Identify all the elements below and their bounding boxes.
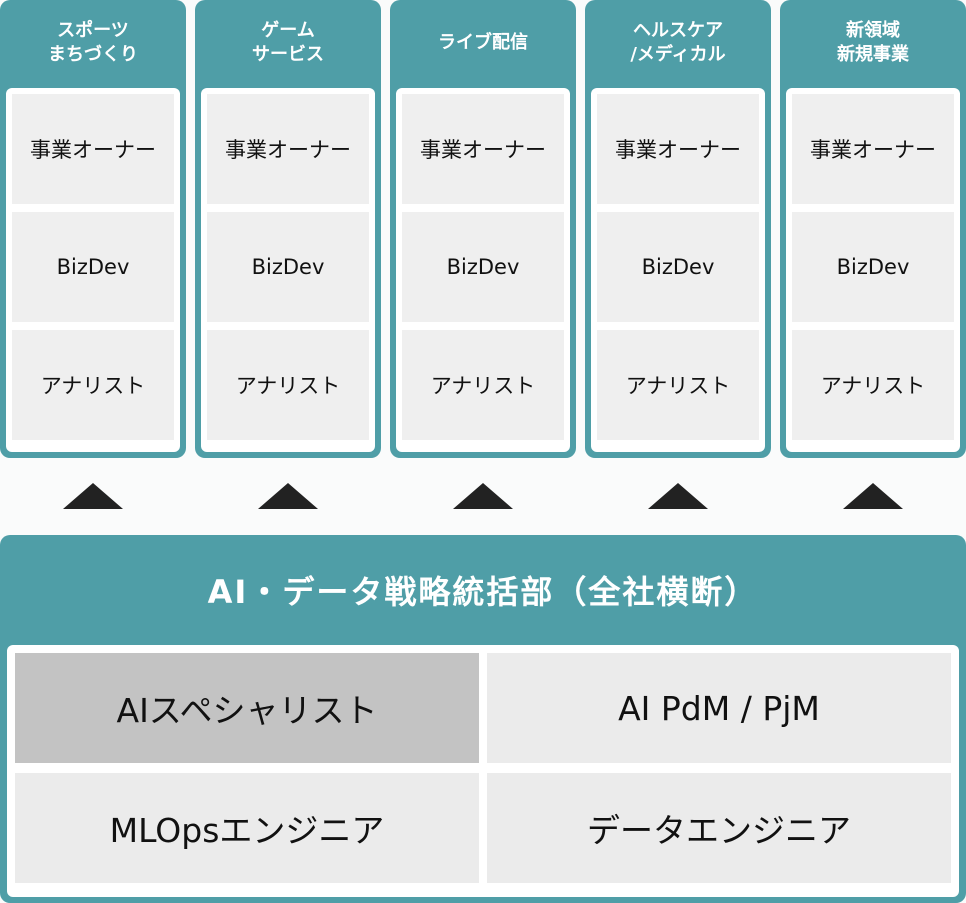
business-unit-title: ライブ配信 <box>438 32 528 53</box>
role-cell: BizDev <box>597 212 759 322</box>
role-cell: アナリスト <box>402 330 564 440</box>
role-cell: BizDev <box>792 212 954 322</box>
role-cell: 事業オーナー <box>12 94 174 204</box>
role-cell: BizDev <box>207 212 369 322</box>
role-ai-specialist: AIスペシャリスト <box>15 653 479 763</box>
up-arrow-icon <box>843 483 903 509</box>
up-arrow-icon <box>648 483 708 509</box>
role-cell: 事業オーナー <box>597 94 759 204</box>
business-unit-title: ヘルスケア /メディカル <box>630 20 726 65</box>
business-unit-title: スポーツ まちづくり <box>48 20 138 65</box>
role-mlops-engineer: MLOpsエンジニア <box>15 773 479 883</box>
business-unit-title: 新領域 新規事業 <box>837 20 909 65</box>
department-title: AI・データ戦略統括部（全社横断） <box>207 573 759 611</box>
role-cell: アナリスト <box>12 330 174 440</box>
department-box: AI・データ戦略統括部（全社横断） AIスペシャリスト AI PdM / PjM… <box>0 535 966 903</box>
role-cell: アナリスト <box>207 330 369 440</box>
role-cell: アナリスト <box>597 330 759 440</box>
up-arrow-icon <box>453 483 513 509</box>
role-data-engineer: データエンジニア <box>487 773 951 883</box>
business-unit-title: ゲーム サービス <box>252 20 324 65</box>
role-cell: BizDev <box>12 212 174 322</box>
role-cell: 事業オーナー <box>792 94 954 204</box>
role-ai-pdm-pjm: AI PdM / PjM <box>487 653 951 763</box>
role-cell: BizDev <box>402 212 564 322</box>
role-cell: アナリスト <box>792 330 954 440</box>
up-arrow-icon <box>63 483 123 509</box>
up-arrow-icon <box>258 483 318 509</box>
role-cell: 事業オーナー <box>402 94 564 204</box>
department-roles: AIスペシャリスト AI PdM / PjM MLOpsエンジニア データエンジ… <box>7 645 959 897</box>
role-cell: 事業オーナー <box>207 94 369 204</box>
